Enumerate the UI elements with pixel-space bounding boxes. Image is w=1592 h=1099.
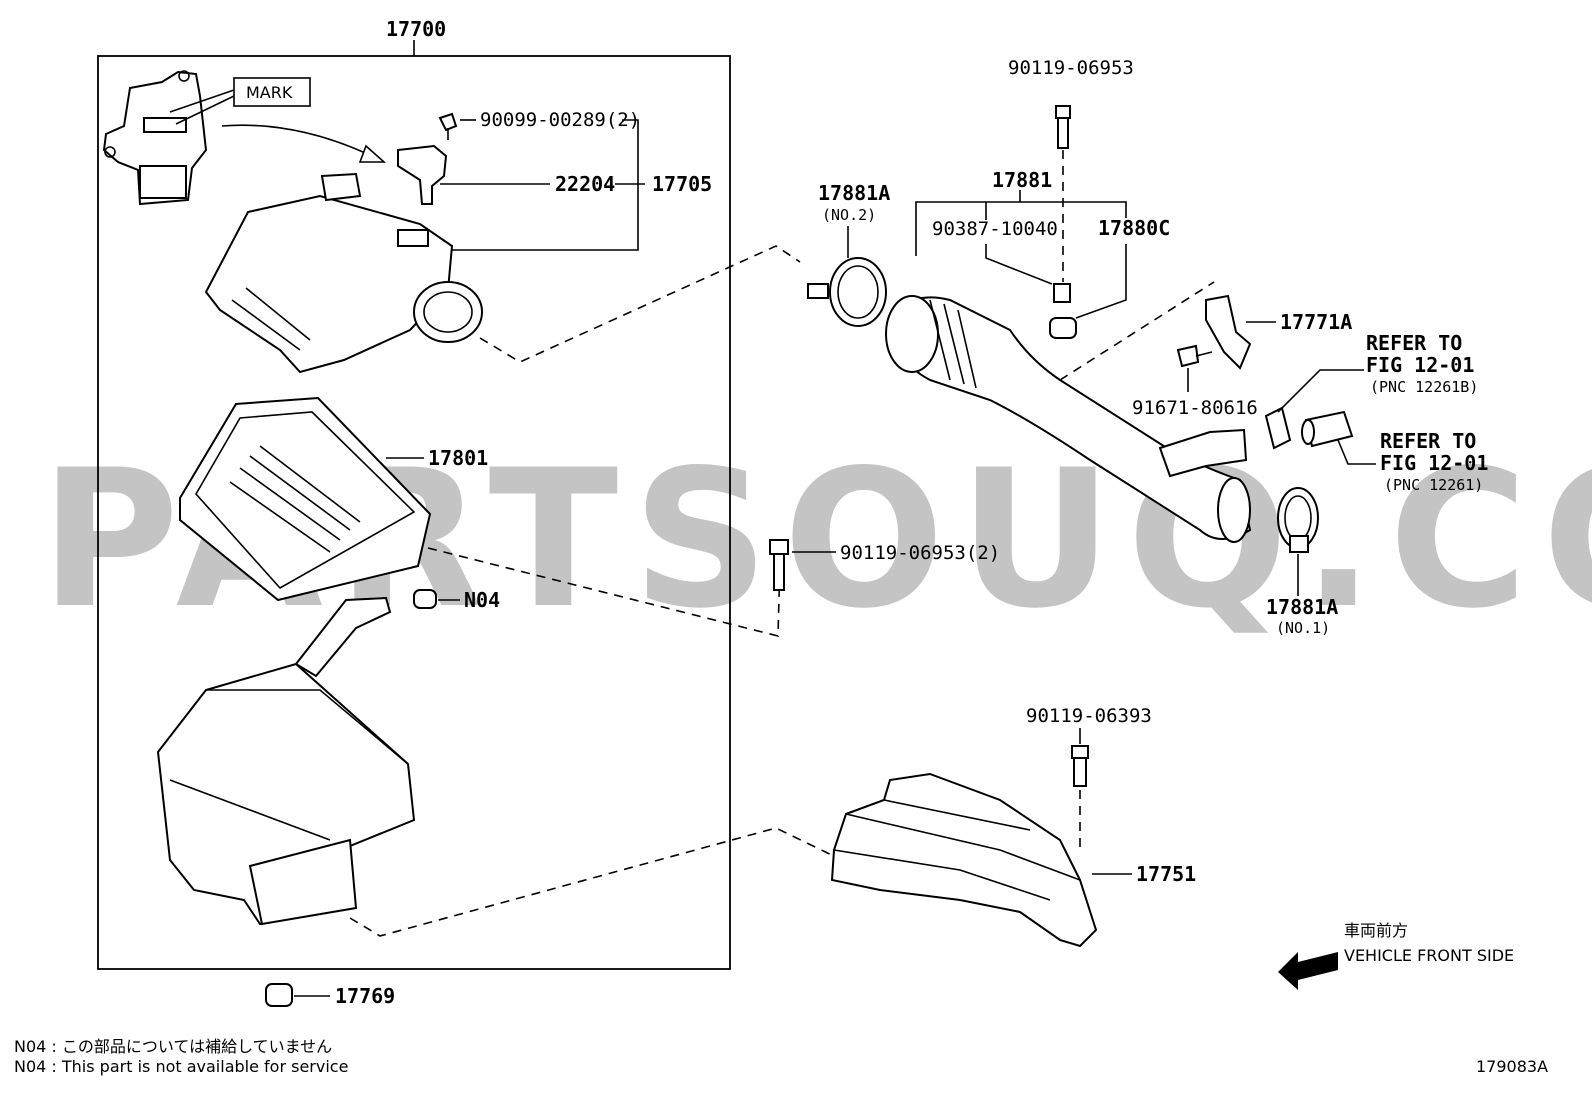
arrow-to-sensor — [221, 124, 381, 161]
label-90119-bot: 90119-06393 — [1026, 705, 1152, 727]
label-refer2-b: FIG 12-01 — [1380, 451, 1488, 475]
label-22204: 22204 — [555, 172, 615, 196]
air-filter-element — [179, 396, 432, 602]
label-refer1-b: FIG 12-01 — [1366, 353, 1474, 377]
hose-12261 — [1301, 410, 1354, 448]
mark-callout: MARK — [169, 77, 311, 125]
air-flow-meter-part — [102, 70, 208, 206]
bolt-90119-bot — [1071, 745, 1089, 787]
label-n04: N04 — [464, 588, 500, 612]
dashed-link-case-duct — [349, 827, 847, 937]
label-no1: (NO.1) — [1276, 619, 1330, 637]
label-17881a-top: 17881A — [818, 181, 890, 205]
clip-17769 — [265, 983, 293, 1007]
label-90119-top: 90119-06953 — [1008, 57, 1134, 79]
label-refer2-a: REFER TO — [1380, 429, 1476, 453]
clamp-17881a-no2 — [807, 257, 887, 327]
assembly-17700: 17700 — [97, 17, 731, 970]
label-front-en: VEHICLE FRONT SIDE — [1344, 946, 1514, 965]
grommet-n04 — [413, 589, 437, 609]
diagram-id: 179083A — [1476, 1057, 1548, 1076]
label-17881a-bot: 17881A — [1266, 595, 1338, 619]
label-17705: 17705 — [652, 172, 712, 196]
label-front-jp: 車両前方 — [1344, 921, 1408, 940]
sensor-22204 — [397, 144, 448, 205]
dashed-link-bracket — [1059, 281, 1215, 381]
label-90387: 90387-10040 — [932, 218, 1058, 240]
air-hose-17881 — [885, 295, 1252, 543]
dashed-link-cap-hose — [479, 245, 801, 363]
note-n04-en: N04 : This part is not available for ser… — [14, 1057, 348, 1076]
label-90099: 90099-00289(2) — [480, 109, 640, 131]
screw-90099 — [438, 112, 458, 140]
spacer-90387 — [1053, 283, 1071, 303]
label-17700: 17700 — [386, 17, 446, 41]
intake-duct-17751 — [830, 772, 1098, 948]
label-refer1-c: (PNC 12261B) — [1370, 378, 1478, 396]
air-cleaner-case — [156, 596, 416, 926]
label-17769: 17769 — [335, 984, 395, 1008]
label-17881: 17881 — [992, 168, 1052, 192]
label-no2: (NO.2) — [822, 206, 876, 224]
hose-fitting-12261b — [1264, 406, 1292, 450]
label-mark: MARK — [246, 83, 293, 102]
grommet-17880c — [1049, 317, 1077, 339]
arrowhead — [358, 144, 387, 163]
label-91671: 91671-80616 — [1132, 397, 1258, 419]
left-arrow-icon — [1278, 952, 1338, 990]
label-17801: 17801 — [428, 446, 488, 470]
label-17751: 17751 — [1136, 862, 1196, 886]
clamp-17881a-no1 — [1277, 487, 1319, 553]
label-90119-mid: 90119-06953(2) — [840, 542, 1000, 564]
air-cleaner-cap — [204, 172, 483, 374]
label-refer2-c: (PNC 12261) — [1384, 476, 1483, 494]
bolt-90119-top — [1055, 105, 1071, 149]
label-refer1-a: REFER TO — [1366, 331, 1462, 355]
dashed-link-filter-bolt — [427, 547, 781, 638]
note-n04-jp: N04 : この部品については補給していません — [14, 1037, 332, 1056]
bracket-17771a — [1205, 294, 1252, 370]
label-17771a: 17771A — [1280, 310, 1352, 334]
bolt-91671 — [1176, 344, 1213, 368]
label-17880c: 17880C — [1098, 216, 1170, 240]
bolt-90119-mid — [769, 539, 789, 591]
